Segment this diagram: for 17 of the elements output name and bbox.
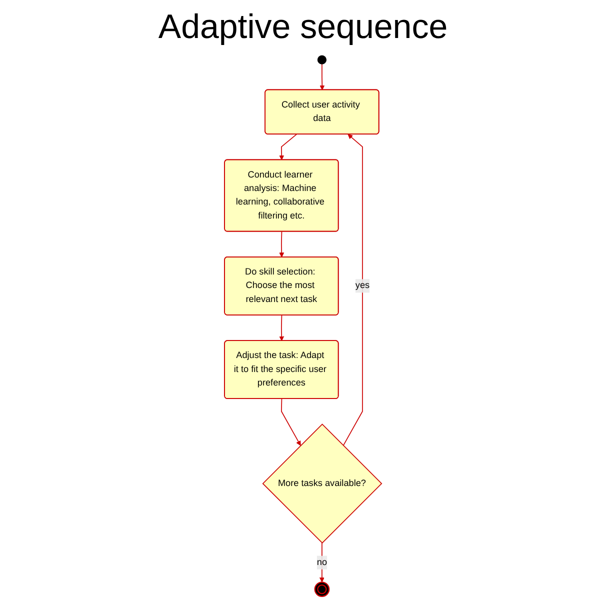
edge-label: no bbox=[316, 556, 327, 570]
activity-box: Adjust the task: Adapt it to fit the specific user preferences bbox=[224, 340, 339, 400]
arrow bbox=[280, 398, 301, 446]
activity-box: Do skill selection: Choose the most relevant next task bbox=[224, 256, 339, 316]
arrow bbox=[279, 314, 284, 342]
activity-box: Conduct learner analysis: Machine learning, collaborative filtering etc. bbox=[224, 159, 339, 232]
edge-label: yes bbox=[355, 279, 370, 293]
arrow bbox=[319, 542, 324, 582]
arrow bbox=[320, 64, 325, 90]
arrow bbox=[279, 134, 297, 160]
end-circle bbox=[314, 582, 330, 597]
start-circle bbox=[317, 55, 326, 64]
arrow bbox=[342, 134, 363, 446]
decision-diamond: More tasks available? bbox=[262, 424, 382, 544]
arrow bbox=[279, 231, 284, 258]
activity-box: Collect user activity data bbox=[264, 89, 380, 134]
diagram-title: Adaptive sequence bbox=[157, 8, 449, 47]
